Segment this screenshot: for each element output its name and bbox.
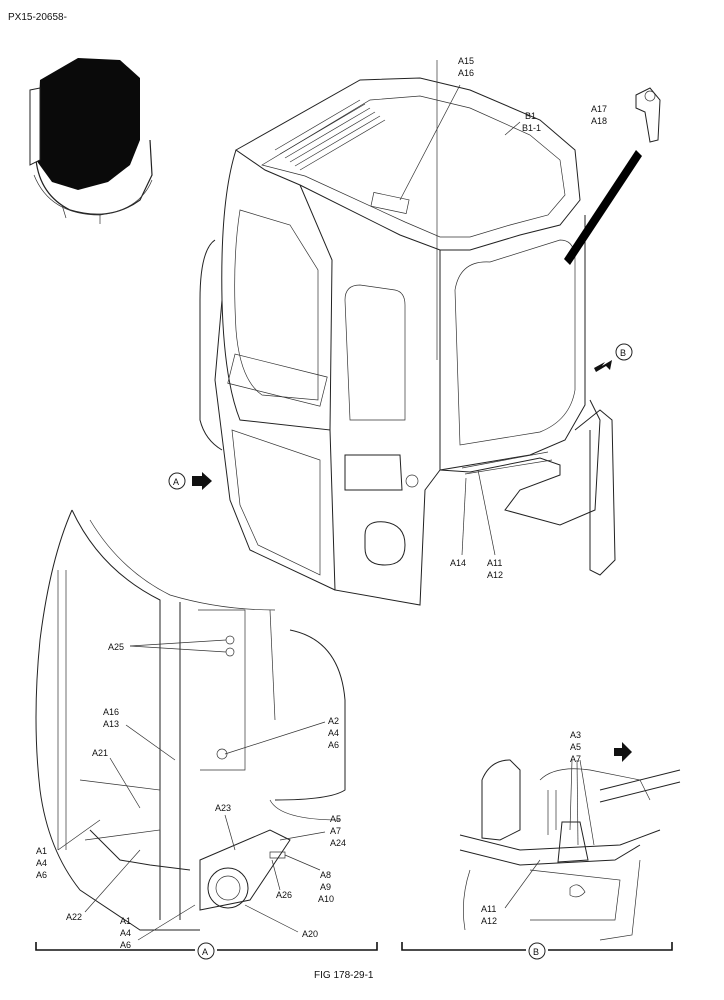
arrow-right-icon	[192, 472, 212, 490]
figure-caption: FIG 178-29-1	[314, 970, 374, 981]
document-id: PX15-20658-	[8, 12, 67, 23]
label-a23: A23	[215, 803, 231, 813]
cab-thumbnail-icon	[29, 58, 153, 224]
label-a5a: A5	[330, 814, 341, 824]
label-a1b: A1	[120, 916, 131, 926]
label-a4a: A4	[328, 728, 339, 738]
view-b-letter: B	[620, 348, 626, 358]
label-a16b: A16	[103, 707, 119, 717]
label-a18: A18	[591, 116, 607, 126]
label-a17: A17	[591, 104, 607, 114]
label-a6c: A6	[120, 940, 131, 950]
detail-a-drawing	[35, 509, 346, 941]
label-a12b: A12	[481, 916, 497, 926]
label-a5b: A5	[570, 742, 581, 752]
label-a26: A26	[276, 890, 292, 900]
label-a14: A14	[450, 558, 466, 568]
label-a15: A15	[458, 56, 474, 66]
view-marker-a-main: A	[168, 472, 212, 490]
view-a-letter: A	[173, 477, 179, 487]
label-a11: A11	[487, 558, 502, 568]
label-a24: A24	[330, 838, 346, 848]
label-a13: A13	[103, 719, 119, 729]
label-a25: A25	[108, 642, 124, 652]
label-a7b: A7	[570, 754, 581, 764]
label-b1: B1	[525, 111, 536, 121]
label-a6a: A6	[328, 740, 339, 750]
label-a7a: A7	[330, 826, 341, 836]
label-a6b: A6	[36, 870, 47, 880]
label-a21: A21	[92, 748, 108, 758]
view-b-caption: B	[533, 947, 539, 957]
label-a1a: A1	[36, 846, 47, 856]
label-a20: A20	[302, 929, 318, 939]
view-b-bracket: B	[401, 942, 673, 960]
label-a16: A16	[458, 68, 474, 78]
label-a10: A10	[318, 894, 334, 904]
label-a12: A12	[487, 570, 503, 580]
view-a-bracket: A	[35, 942, 378, 960]
label-a4b: A4	[36, 858, 47, 868]
detail-b-drawing	[459, 742, 681, 941]
label-a4c: A4	[120, 928, 131, 938]
label-b1-1: B1-1	[522, 123, 541, 133]
label-a8: A8	[320, 870, 331, 880]
view-a-caption: A	[202, 947, 208, 957]
label-a11b: A11	[481, 904, 496, 914]
arrow-left-icon	[594, 360, 612, 372]
view-marker-b-main: B	[594, 343, 633, 372]
label-a2: A2	[328, 716, 339, 726]
label-a3: A3	[570, 730, 581, 740]
main-cab-drawing	[199, 60, 661, 606]
label-a9: A9	[320, 882, 331, 892]
label-a22: A22	[66, 912, 82, 922]
